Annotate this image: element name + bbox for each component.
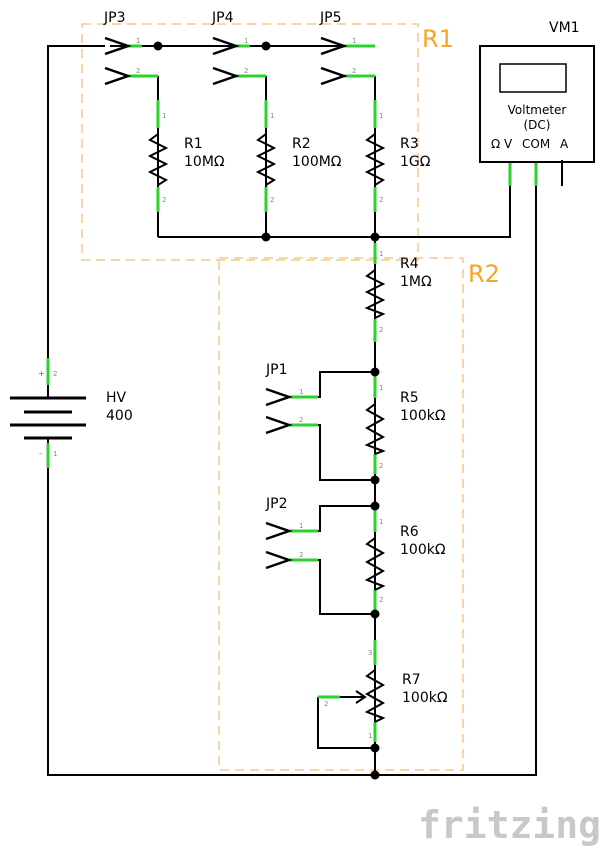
jp3-label: JP3 <box>103 10 125 26</box>
resistor-r4 <box>364 264 386 319</box>
hv-pin1: 1 <box>53 450 57 458</box>
jp4-label: JP4 <box>211 10 234 26</box>
svg-text:1: 1 <box>352 37 356 45</box>
potentiometer-r7 <box>340 665 386 723</box>
svg-text:1: 1 <box>379 250 383 258</box>
r1-name: R1 <box>184 136 203 152</box>
jumper-jp3[interactable] <box>104 36 132 86</box>
vm1-label: VM1 <box>549 20 580 36</box>
hv-value: 400 <box>106 408 133 424</box>
svg-text:2: 2 <box>379 326 383 334</box>
resistor-r3 <box>364 128 386 187</box>
jumper-jp5[interactable] <box>320 36 348 86</box>
hv-name: HV <box>106 390 127 406</box>
svg-text:2: 2 <box>379 196 383 204</box>
svg-text:2: 2 <box>136 67 140 75</box>
jp2-label: JP2 <box>265 496 287 512</box>
svg-text:1: 1 <box>379 112 383 120</box>
resistor-r1 <box>147 128 169 187</box>
zone-r2-outline <box>218 257 464 771</box>
voltmeter-vm1 <box>479 45 595 186</box>
fritzing-logo: fritzing <box>418 803 600 847</box>
junction-dots <box>153 41 380 780</box>
svg-text:3: 3 <box>368 649 372 657</box>
r2-name: R2 <box>292 136 311 152</box>
voltmeter-title: Voltmeter <box>508 103 567 117</box>
r3-name: R3 <box>400 136 419 152</box>
r1-value: 10MΩ <box>184 154 225 170</box>
svg-text:1: 1 <box>368 732 372 740</box>
resistor-r2 <box>255 128 277 187</box>
r4-name: R4 <box>400 256 419 272</box>
jp1-label: JP1 <box>265 362 287 378</box>
svg-text:2: 2 <box>379 596 383 604</box>
voltmeter-mode: (DC) <box>524 118 551 132</box>
svg-text:2: 2 <box>162 196 166 204</box>
svg-text:2: 2 <box>352 67 356 75</box>
svg-text:2: 2 <box>270 196 274 204</box>
svg-text:1: 1 <box>379 384 383 392</box>
svg-text:1: 1 <box>299 388 303 396</box>
voltmeter-terminal-ohm-v: Ω V <box>491 137 513 151</box>
jp5-label: JP5 <box>319 10 341 26</box>
svg-text:2: 2 <box>299 416 303 424</box>
resistor-r5 <box>364 398 386 455</box>
svg-text:1: 1 <box>136 37 140 45</box>
zone-r1-outline <box>81 23 419 261</box>
voltmeter-terminal-com: COM <box>522 137 550 151</box>
svg-text:1: 1 <box>270 112 274 120</box>
jumper-jp4[interactable] <box>212 36 240 86</box>
r5-name: R5 <box>400 390 419 406</box>
hv-plus-marker: + <box>38 369 45 378</box>
zone-r2-label: R2 <box>468 260 500 288</box>
jumper-jp1[interactable] <box>265 387 293 435</box>
jumper-jp2[interactable] <box>265 521 293 570</box>
svg-text:1: 1 <box>299 522 303 530</box>
r3-value: 1GΩ <box>400 154 431 170</box>
svg-text:2: 2 <box>244 67 248 75</box>
hv-supply-symbol <box>10 385 86 443</box>
r4-value: 1MΩ <box>400 274 432 290</box>
zone-r1-label: R1 <box>422 25 454 53</box>
voltmeter-display <box>499 63 567 93</box>
svg-text:1: 1 <box>162 112 166 120</box>
resistor-r6 <box>364 532 386 591</box>
r5-value: 100kΩ <box>400 408 446 424</box>
hv-pin2: 2 <box>53 370 57 378</box>
pin-highlights <box>46 44 538 742</box>
r7-name: R7 <box>402 672 421 688</box>
svg-text:1: 1 <box>244 37 248 45</box>
r6-name: R6 <box>400 524 419 540</box>
hv-minus-marker: - <box>39 449 42 458</box>
svg-text:2: 2 <box>324 700 328 708</box>
svg-text:2: 2 <box>379 462 383 470</box>
r7-value: 100kΩ <box>402 690 448 706</box>
voltmeter-terminal-a: A <box>560 137 569 151</box>
r2-value: 100MΩ <box>292 154 342 170</box>
svg-text:2: 2 <box>299 551 303 559</box>
r6-value: 100kΩ <box>400 542 446 558</box>
pin-numbers: 1 2 1 2 1 2 1 2 1 2 1 2 1 2 1 2 1 2 1 2 … <box>136 37 383 740</box>
svg-text:1: 1 <box>379 518 383 526</box>
